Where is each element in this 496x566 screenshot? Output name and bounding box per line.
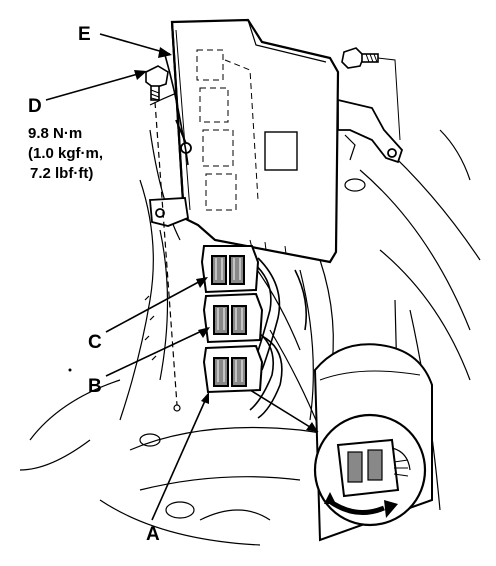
bolt-right <box>341 47 379 69</box>
connector-release-inset <box>313 413 427 527</box>
leader-e <box>99 33 171 55</box>
callout-c: C <box>88 332 102 353</box>
leader-arrowheads <box>134 47 210 404</box>
torque-spec-line1: 9.8 N·m <box>28 125 82 142</box>
connector-c <box>200 245 260 294</box>
dot-mark <box>68 368 72 372</box>
ecm-unit <box>170 18 340 264</box>
leader-d <box>45 71 146 101</box>
torque-spec-line2: (1.0 kgf·m, <box>28 145 103 162</box>
bolt-d-alignment-line <box>154 101 178 406</box>
torque-spec-line3: 7.2 lbf·ft) <box>30 165 93 182</box>
right-bracket <box>337 98 404 164</box>
callout-e: E <box>78 24 91 45</box>
connector-a <box>202 344 264 394</box>
callout-d: D <box>28 96 42 117</box>
bolt-d <box>145 65 169 101</box>
leader-c <box>105 277 207 333</box>
leader-a <box>151 393 209 521</box>
callout-a: A <box>146 524 160 545</box>
ground-wire-e <box>164 54 189 166</box>
connector-b <box>202 292 264 344</box>
leader-b <box>105 327 209 377</box>
leader-lines <box>45 33 209 521</box>
wire-harness <box>249 257 308 419</box>
detail-arrow <box>249 389 319 433</box>
callout-b: B <box>88 376 102 397</box>
